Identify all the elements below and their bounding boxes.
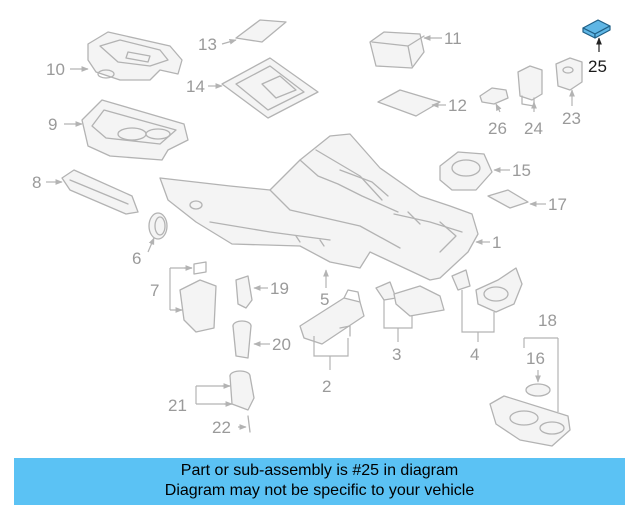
callout-18: 18 — [538, 311, 557, 330]
callout-24: 24 — [524, 119, 543, 138]
part-1-center-console — [159, 133, 479, 281]
part-10-trim-panel — [87, 31, 183, 81]
callout-1: 1 — [492, 233, 501, 252]
part-26-switch — [479, 87, 509, 105]
callout-5: 5 — [320, 290, 329, 309]
part-3-bracket — [375, 281, 445, 317]
part-2-bracket — [299, 289, 365, 345]
part-21-holder — [229, 370, 255, 411]
part-23-switch — [555, 57, 583, 91]
part-11-storage-box — [369, 31, 425, 69]
callout-16: 16 — [526, 349, 545, 368]
part-4-mechanism — [451, 267, 523, 313]
callout-20: 20 — [272, 335, 291, 354]
callout-3: 3 — [392, 345, 401, 364]
part-8-side-trim — [61, 169, 139, 215]
part-25-highlighted — [582, 19, 611, 39]
part-19-clip — [235, 275, 253, 309]
callout-14: 14 — [186, 77, 205, 96]
parts-diagram: 10 13 14 11 12 9 8 — [32, 19, 611, 447]
callout-15: 15 — [512, 161, 531, 180]
callout-19: 19 — [270, 279, 289, 298]
banner-line-2: Diagram may not be specific to your vehi… — [164, 482, 475, 499]
part-18-cupholder-assembly — [489, 395, 571, 447]
part-17-bracket — [487, 189, 529, 209]
banner-line-1: Part or sub-assembly is #25 in diagram — [180, 462, 459, 479]
callout-17: 17 — [548, 195, 567, 214]
callout-25: 25 — [588, 57, 607, 76]
part-12-mat — [377, 89, 441, 117]
callout-12: 12 — [448, 96, 467, 115]
callout-9: 9 — [48, 115, 57, 134]
callout-21: 21 — [168, 396, 187, 415]
part-14-bezel — [221, 57, 319, 119]
part-24-socket — [517, 65, 543, 107]
part-6-cap — [148, 212, 168, 240]
callout-2: 2 — [322, 377, 331, 396]
part-9-cupholder-tray — [81, 99, 189, 161]
callout-4: 4 — [470, 345, 479, 364]
callout-10: 10 — [46, 60, 65, 79]
callout-26: 26 — [488, 119, 507, 138]
callout-11: 11 — [444, 29, 462, 48]
part-15-cup-insert — [439, 151, 493, 191]
part-16-cup-pad — [525, 383, 551, 397]
part-20-socket — [232, 320, 252, 359]
part-13-plate — [235, 19, 287, 43]
callout-23: 23 — [562, 109, 581, 128]
callout-7: 7 — [150, 281, 159, 300]
part-22-pin — [247, 415, 251, 433]
info-banner: Part or sub-assembly is #25 in diagram D… — [14, 458, 625, 505]
callout-13: 13 — [198, 35, 217, 54]
part-7-bracket — [179, 261, 217, 333]
callout-6: 6 — [132, 249, 141, 268]
callout-8: 8 — [32, 173, 41, 192]
callout-22: 22 — [212, 418, 231, 437]
